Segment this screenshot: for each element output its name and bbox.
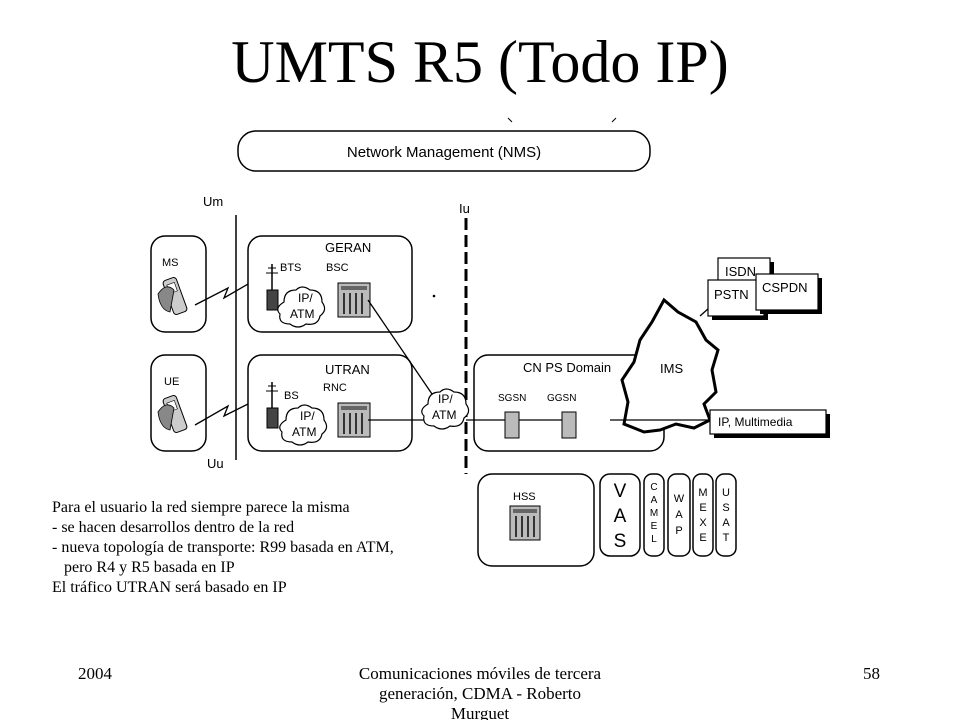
footer-title-line: generación, CDMA - Roberto bbox=[378, 684, 582, 703]
note-line: pero R4 y R5 basada en IP bbox=[52, 559, 235, 576]
cspdn-box: CSPDN bbox=[755, 273, 822, 314]
bsc-label: BSC bbox=[326, 262, 349, 274]
um-interface: Um Uu bbox=[203, 194, 237, 471]
camel-letter: L bbox=[651, 534, 657, 545]
utran-label: UTRAN bbox=[325, 362, 370, 377]
geran-transport-line2: ATM bbox=[290, 307, 314, 321]
mexe-letter: M bbox=[698, 487, 707, 499]
wap-box: W A P bbox=[667, 473, 691, 557]
wap-letter: A bbox=[675, 509, 683, 521]
footer-title-line: Comunicaciones móviles de tercera bbox=[358, 664, 602, 683]
ip-multimedia-box: IP, Multimedia bbox=[709, 409, 830, 438]
usat-box: U S A T bbox=[715, 473, 737, 557]
bts-antenna-icon bbox=[266, 264, 279, 311]
core-transport-line1: IP/ bbox=[438, 392, 453, 406]
geran-core-link bbox=[367, 299, 433, 395]
wap-letter: P bbox=[675, 525, 682, 537]
ms-label: MS bbox=[162, 257, 179, 269]
uu-label: Uu bbox=[207, 456, 224, 471]
camel-letter: A bbox=[651, 495, 658, 506]
vas-letter: A bbox=[614, 506, 627, 527]
camel-letter: E bbox=[651, 521, 658, 532]
nms-label: Network Management (NMS) bbox=[347, 144, 541, 161]
mexe-letter: E bbox=[699, 532, 706, 544]
bs-antenna-icon bbox=[266, 382, 279, 429]
vas-box: V A S bbox=[599, 473, 641, 557]
wap-letter: W bbox=[674, 493, 685, 505]
hss-rack-icon bbox=[509, 505, 541, 541]
sgsn-server-icon bbox=[504, 411, 520, 439]
usat-letter: S bbox=[722, 502, 729, 514]
radio-link-ms bbox=[194, 275, 263, 306]
usat-letter: U bbox=[722, 487, 730, 499]
cn-ps-domain-box: CN PS Domain SGSN GGSN bbox=[466, 354, 665, 452]
camel-letter: C bbox=[650, 482, 657, 493]
ggsn-server-icon bbox=[561, 411, 577, 439]
iu-label: Iu bbox=[459, 201, 470, 216]
bts-label: BTS bbox=[280, 262, 301, 274]
footer-year: 2004 bbox=[78, 664, 112, 683]
notes-text: Para el usuario la red siempre parece la… bbox=[52, 498, 394, 598]
camel-box: C A M E L bbox=[643, 473, 665, 557]
cn-ps-domain-label: CN PS Domain bbox=[523, 360, 611, 375]
mexe-letter: X bbox=[699, 517, 707, 529]
pstn-label: PSTN bbox=[714, 287, 749, 302]
ms-terminal: MS bbox=[150, 235, 207, 333]
radio-link-ue bbox=[194, 395, 265, 426]
mexe-box: M E X E bbox=[692, 473, 714, 557]
footer-title-line: Murguet bbox=[450, 704, 510, 720]
sgsn-label: SGSN bbox=[498, 393, 526, 404]
note-line: - se hacen desarrollos dentro de la red bbox=[52, 519, 295, 536]
utran-box: UTRAN RNC BS IP/ ATM bbox=[247, 354, 413, 452]
geran-label: GERAN bbox=[325, 240, 371, 255]
ims-label: IMS bbox=[660, 361, 683, 376]
ue-label: UE bbox=[164, 376, 179, 388]
ue-terminal: UE bbox=[150, 354, 207, 452]
core-transport-line2: ATM bbox=[432, 408, 456, 422]
footer-title: Comunicaciones móviles de tercera genera… bbox=[330, 664, 630, 720]
hss-label: HSS bbox=[513, 491, 536, 503]
vas-letter: S bbox=[614, 531, 627, 552]
utran-transport-line1: IP/ bbox=[300, 409, 315, 423]
vas-letter: V bbox=[614, 481, 627, 502]
iu-interface: Iu bbox=[459, 201, 470, 474]
mexe-letter: E bbox=[699, 502, 706, 514]
note-line: - nueva topología de transporte: R99 bas… bbox=[52, 539, 394, 556]
ggsn-label: GGSN bbox=[547, 393, 576, 404]
note-line: Para el usuario la red siempre parece la… bbox=[52, 499, 350, 516]
rnc-label: RNC bbox=[323, 382, 347, 394]
nms-box: Network Management (NMS) bbox=[237, 117, 651, 172]
cspdn-label: CSPDN bbox=[762, 280, 808, 295]
geran-transport-line1: IP/ bbox=[298, 291, 313, 305]
bs-label: BS bbox=[284, 390, 299, 402]
ims-cloud: IMS bbox=[610, 297, 720, 434]
hss-box: HSS bbox=[477, 473, 595, 567]
geran-ip-atm-cloud bbox=[277, 286, 326, 328]
um-label: Um bbox=[203, 194, 223, 209]
camel-letter: M bbox=[650, 508, 658, 519]
utran-transport-line2: ATM bbox=[292, 425, 316, 439]
note-line: El tráfico UTRAN será basado en IP bbox=[52, 579, 287, 596]
footer-page-number: 58 bbox=[863, 664, 880, 683]
slide-title: UMTS R5 (Todo IP) bbox=[231, 29, 729, 95]
isdn-label: ISDN bbox=[725, 264, 756, 279]
usat-letter: A bbox=[722, 517, 730, 529]
pstn-box: PSTN bbox=[707, 279, 768, 320]
handset-icon bbox=[157, 277, 188, 315]
geran-box: GERAN BTS BSC IP/ ATM bbox=[247, 235, 413, 333]
bsc-rack-icon bbox=[337, 282, 371, 318]
utran-ip-atm-cloud bbox=[279, 404, 328, 446]
rnc-rack-icon bbox=[337, 402, 371, 438]
core-ip-atm-cloud bbox=[421, 388, 470, 430]
usat-letter: T bbox=[723, 532, 730, 544]
ip-multimedia-label: IP, Multimedia bbox=[718, 415, 793, 429]
handset-icon bbox=[157, 395, 188, 433]
